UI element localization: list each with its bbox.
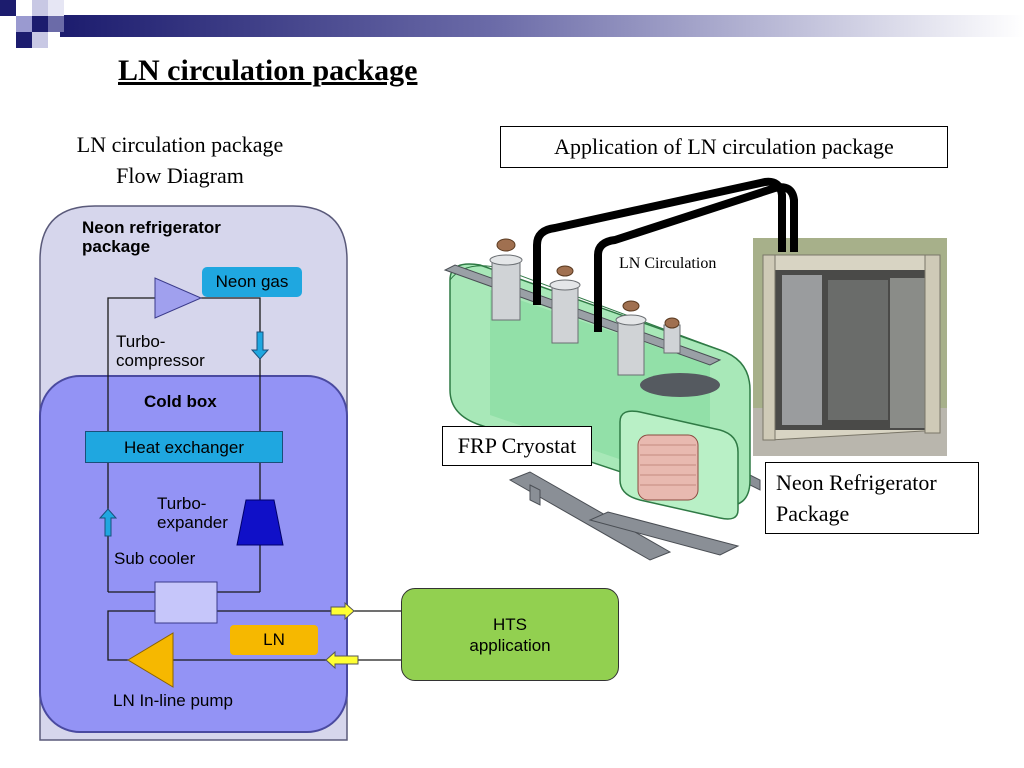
ln-pump-label: LN In-line pump: [113, 691, 234, 710]
neon-refrigerator-package-label-line2: Package: [776, 501, 850, 526]
cryostat-core-top: [640, 373, 720, 397]
header-square: [48, 16, 64, 32]
header-square: [16, 16, 32, 32]
arrow-left-icon: [325, 650, 359, 670]
flow-diagram-title-line1: LN circulation package: [76, 132, 284, 157]
slide-title: LN circulation package: [118, 54, 418, 87]
flow-diagram-title: LN circulation package Flow Diagram: [40, 129, 320, 191]
neon-refrigerator-package-label-line1: Neon Refrigerator: [776, 470, 937, 495]
neon-package-title-line1: Neon refrigerator: [82, 218, 221, 237]
application-illustration: [443, 177, 947, 561]
neon-gas-tag: Neon gas: [202, 267, 302, 297]
turbo-expander-label-line1: Turbo-: [157, 494, 207, 513]
ln-inline-pump: [127, 632, 174, 688]
bushing: [663, 317, 681, 354]
header-square: [32, 16, 48, 32]
application-title: Application of LN circulation package: [500, 126, 948, 168]
hts-application-box: HTS application: [401, 588, 619, 681]
header-decoration: [0, 0, 1024, 48]
bushing: [615, 300, 647, 376]
header-square: [32, 32, 48, 48]
arrow-up-icon: [98, 508, 118, 537]
turbo-expander: [236, 499, 284, 546]
turbo-compressor-label-line1: Turbo-: [116, 332, 166, 351]
sub-cooler: [154, 581, 218, 624]
turbo-expander-label-line2: expander: [157, 513, 228, 532]
sub-cooler-label: Sub cooler: [114, 549, 196, 568]
ln-circulation-hoses: [533, 177, 798, 332]
bushing: [489, 238, 523, 321]
turbo-compressor-label-line2: compressor: [116, 351, 205, 370]
bushing: [549, 265, 581, 344]
hts-application-label: HTS application: [469, 614, 551, 655]
header-square: [0, 0, 16, 16]
heat-exchanger: Heat exchanger: [85, 431, 283, 463]
neon-refrigerator-photo: [753, 238, 947, 456]
neon-refrigerator-package-title: Neon refrigerator package: [82, 218, 221, 256]
arrow-right-icon: [330, 601, 355, 621]
arrow-down-icon: [250, 331, 270, 360]
turbo-expander-label: Turbo- expander: [157, 494, 228, 532]
bushings: [489, 238, 681, 376]
header-square: [16, 32, 32, 48]
frp-cryostat-label: FRP Cryostat: [442, 426, 592, 466]
ln-tag: LN: [230, 625, 318, 655]
header-square: [48, 0, 64, 16]
header-square: [32, 0, 48, 16]
turbo-compressor-label: Turbo- compressor: [116, 332, 205, 370]
neon-package-title-line2: package: [82, 237, 151, 256]
ln-circulation-label: LN Circulation: [619, 255, 717, 272]
flow-diagram-title-line2: Flow Diagram: [116, 163, 244, 188]
ln-loop-lines: [107, 610, 401, 661]
neon-refrigerator-package-label: Neon Refrigerator Package: [765, 462, 979, 534]
hts-coil: [637, 434, 699, 501]
cold-box-title: Cold box: [144, 392, 217, 411]
turbo-compressor: [154, 277, 203, 319]
header-gradient-bar: [60, 15, 1024, 37]
